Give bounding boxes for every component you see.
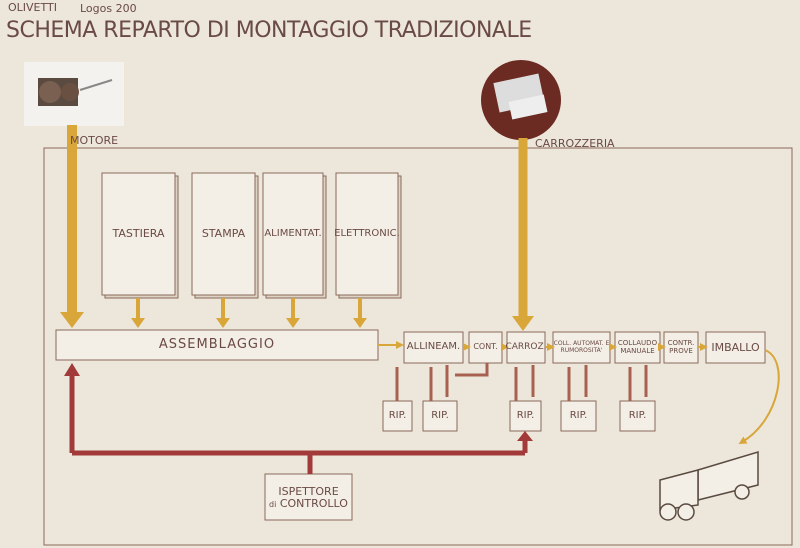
body-label: CARROZZERIA	[535, 137, 615, 150]
brand-label: OLIVETTI	[8, 1, 57, 14]
repair-box: RIP.	[569, 409, 588, 421]
repair-box: RIP.	[628, 409, 647, 421]
station-manual-test: COLLAUDO MANUALE	[617, 339, 658, 355]
model-label: Logos 200	[80, 2, 137, 15]
page-title: SCHEMA REPARTO DI MONTAGGIO TRADIZIONALE	[6, 18, 532, 43]
subassembly-electronics: ELETTRONIC.	[334, 227, 400, 239]
inspector-line2-3: di CONTROLLO	[269, 498, 348, 510]
station-packing: IMBALLO	[711, 340, 760, 354]
body-image	[481, 60, 561, 140]
motor-label: MOTORE	[70, 134, 119, 147]
station-control: CONT.	[473, 342, 498, 352]
station-auto-test: COLL. AUTOMAT. E RUMOROSITA'	[553, 340, 610, 354]
repair-box: RIP.	[431, 409, 449, 421]
subassembly-printer: STAMPA	[201, 227, 246, 241]
repair-box: RIP.	[388, 409, 407, 421]
frame	[43, 147, 793, 546]
truck-icon	[659, 450, 759, 521]
inspector-line1: ISPETTORE	[278, 485, 339, 499]
subassembly-power: ALIMENTAT.	[264, 227, 322, 239]
inspector-line3: CONTROLLO	[279, 497, 348, 510]
station-alignment: ALLINEAM.	[406, 341, 461, 353]
motor-image	[24, 62, 124, 126]
inspector-box: ISPETTORE di CONTROLLO	[265, 476, 352, 520]
assembly-bar: ASSEMBLAGGIO	[158, 337, 276, 353]
subassembly-keyboard: TASTIERA	[112, 227, 165, 241]
station-body: CARROZ.	[505, 341, 547, 352]
station-test-check: CONTR. PROVE	[667, 339, 695, 355]
repair-box: RIP.	[516, 409, 535, 421]
inspector-lines	[69, 375, 528, 474]
inspector-line2: di	[269, 500, 277, 509]
